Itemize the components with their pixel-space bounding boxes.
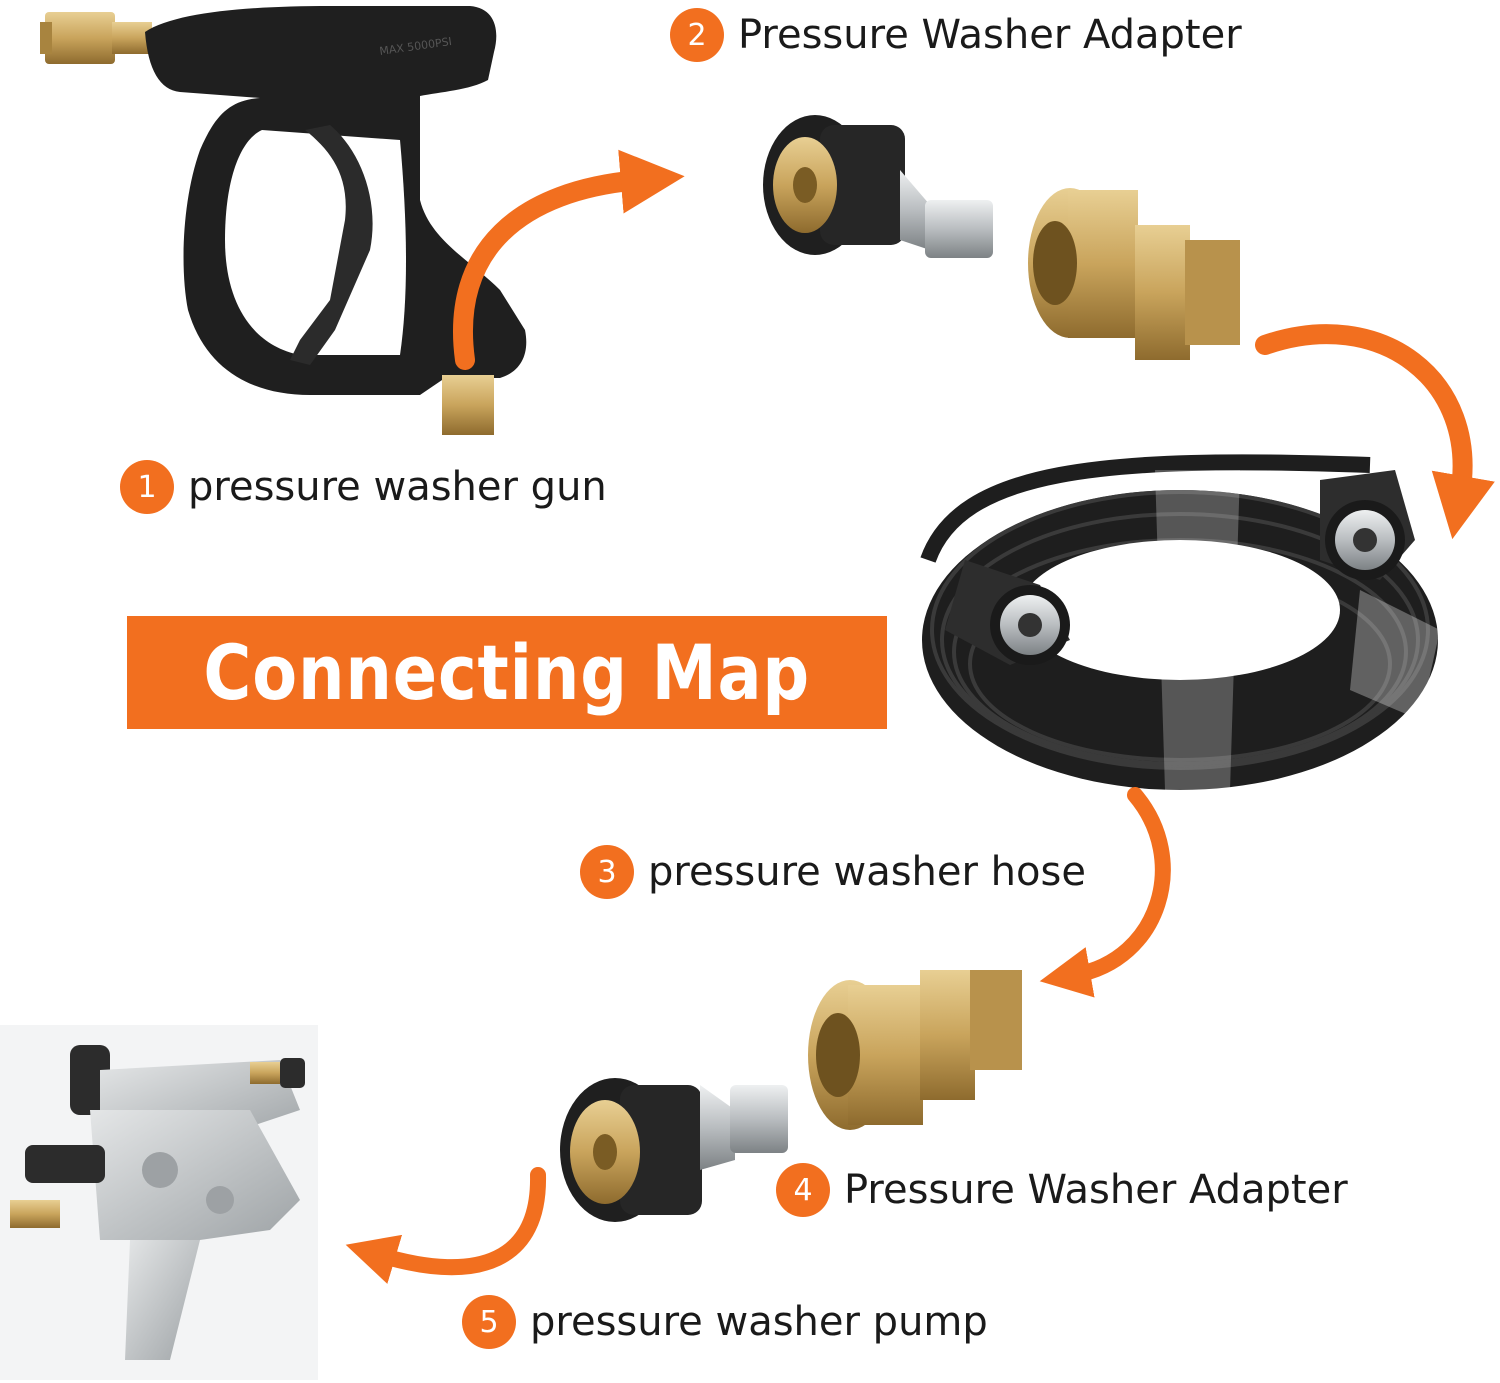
- step-1-label: 1 pressure washer gun: [120, 460, 607, 514]
- pump-icon: [0, 1025, 318, 1380]
- adapter-icon-top: [763, 115, 1240, 360]
- step-5-text: pressure washer pump: [530, 1299, 988, 1345]
- step-4-number-badge: 4: [776, 1163, 830, 1217]
- step-3-text: pressure washer hose: [648, 849, 1086, 895]
- step-5-number-badge: 5: [462, 1295, 516, 1349]
- step-4-text: Pressure Washer Adapter: [844, 1167, 1348, 1213]
- step-2-text: Pressure Washer Adapter: [738, 12, 1242, 58]
- adapter-icon-bottom: [560, 970, 1022, 1222]
- arrow-gun-to-adapter: [453, 149, 685, 370]
- step-2-number-badge: 2: [670, 8, 724, 62]
- flow-arrows: [345, 149, 1495, 1284]
- step-3-label: 3 pressure washer hose: [580, 845, 1086, 899]
- step-1-number-badge: 1: [120, 460, 174, 514]
- spray-gun-icon: MAX 5000PSI: [40, 6, 527, 435]
- page-title: Connecting Map: [203, 628, 811, 717]
- step-3-number-badge: 3: [580, 845, 634, 899]
- step-1-text: pressure washer gun: [188, 464, 607, 510]
- arrow-adapter-to-pump: [345, 1167, 547, 1284]
- step-4-label: 4 Pressure Washer Adapter: [776, 1163, 1348, 1217]
- arrow-hose-to-adapter: [1039, 787, 1171, 998]
- step-2-label: 2 Pressure Washer Adapter: [670, 8, 1242, 62]
- title-banner: Connecting Map: [127, 616, 887, 729]
- arrow-adapter-to-hose: [1255, 324, 1495, 540]
- step-5-label: 5 pressure washer pump: [462, 1295, 988, 1349]
- hose-coil-icon: [920, 454, 1440, 790]
